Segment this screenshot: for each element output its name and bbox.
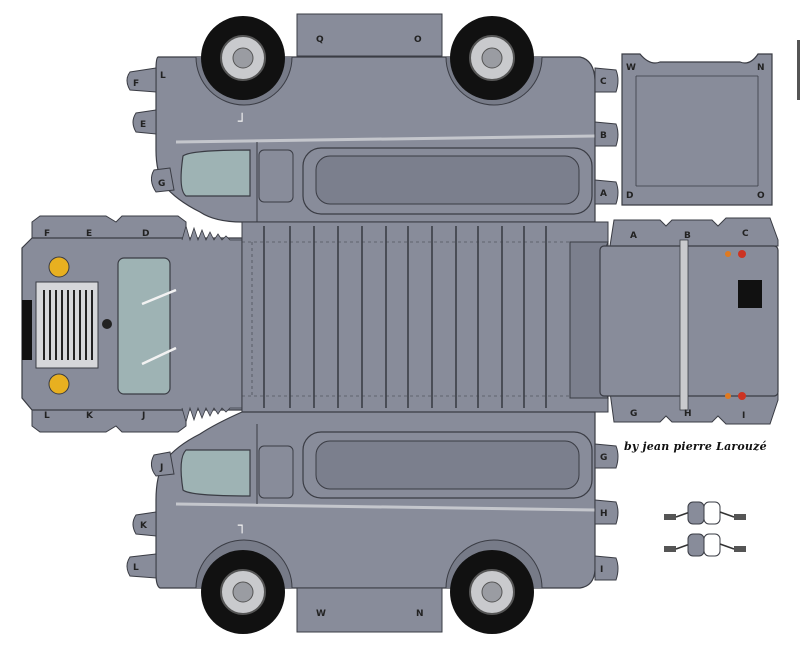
license-plate: [738, 280, 762, 308]
rear-door: [599, 245, 779, 397]
front-top-tabs: [31, 215, 187, 241]
glue-tab: [594, 179, 619, 205]
wheel-rear-bottom: [450, 550, 534, 634]
tab-letter: F: [133, 79, 139, 89]
glue-tab: [594, 555, 619, 581]
roof-strip-body: [241, 221, 609, 413]
roof-panel-shape: [621, 53, 773, 206]
tab-letter: K: [140, 521, 148, 531]
tab-letter: A: [630, 231, 637, 241]
door-window: [258, 149, 294, 203]
glue-tab: [132, 109, 157, 135]
side-panel-inset: [315, 155, 580, 205]
side-panel-inset: [315, 440, 580, 490]
tab-letter: O: [757, 191, 765, 201]
tab-letter: J: [141, 411, 145, 421]
bottom-flap: [296, 587, 443, 633]
tab-letter: N: [416, 609, 424, 619]
glue-tab: [150, 167, 175, 193]
tab-letter: D: [626, 191, 633, 201]
door-handle: ┐: [238, 518, 246, 534]
glue-tab: [594, 499, 619, 525]
wheel-front-bottom: [201, 550, 285, 634]
belt-stripe: [175, 134, 596, 144]
wiper: [141, 288, 177, 306]
tab-letter: H: [684, 409, 692, 419]
tab-letter: O: [414, 35, 422, 45]
rear-panel: A B C G H I: [569, 217, 779, 425]
tab-letter: F: [44, 229, 50, 239]
tab-letter: G: [630, 409, 637, 419]
glue-tab: [594, 443, 619, 469]
rear-light-icon: [738, 250, 746, 258]
front-bottom-tabs: [31, 407, 187, 433]
tab-letter: W: [626, 63, 636, 73]
rear-indicator-icon: [725, 251, 731, 257]
tab-letter: B: [684, 231, 691, 241]
top-side-panel: Q O ┘ F E G: [126, 13, 619, 223]
glue-tab: [126, 553, 157, 579]
headlight-icon: [48, 256, 70, 278]
tab-letter: D: [142, 229, 149, 239]
mirror-piece: [664, 501, 746, 525]
bumper: [22, 300, 32, 360]
tab-letter: L: [133, 563, 139, 573]
windshield: [117, 257, 171, 395]
tab-letter: J: [159, 463, 163, 473]
wiper: [141, 346, 177, 366]
wheel-front-top: [201, 16, 285, 100]
glue-tab: [150, 451, 175, 477]
grille-slats: [43, 290, 93, 360]
tab-letter: I: [742, 411, 745, 421]
tab-letter: C: [742, 229, 749, 239]
tab-letter: L: [160, 71, 166, 81]
door-window: [258, 445, 294, 499]
tab-letter: E: [86, 229, 92, 239]
glue-tab: [594, 67, 619, 93]
edge-marker: [797, 40, 800, 100]
headlight-icon: [48, 373, 70, 395]
tab-letter: H: [600, 509, 608, 519]
author-credit: by jean pierre Larouzé: [624, 440, 767, 453]
door-handle: ┘: [238, 113, 246, 130]
top-flap: [296, 13, 443, 57]
rear-light-icon: [738, 392, 746, 400]
emblem-icon: [102, 319, 112, 329]
tab-letter: K: [86, 411, 94, 421]
tab-letter: W: [316, 609, 326, 619]
tab-letter: Q: [316, 35, 324, 45]
rear-top-tabs: [609, 217, 779, 247]
tab-letter: E: [140, 120, 146, 130]
front-window: [180, 449, 251, 497]
rear-hinge: [679, 239, 689, 411]
tab-letter: N: [757, 63, 765, 73]
front-panel: F E D L K J: [21, 215, 243, 433]
tab-letter: L: [44, 411, 50, 421]
tab-letter: G: [600, 453, 607, 463]
front-window: [180, 149, 251, 197]
roof-ribs: [263, 226, 547, 408]
serrated-edge-top: [181, 224, 242, 242]
wheel-rear-top: [450, 16, 534, 100]
glue-tab: [132, 511, 157, 537]
roof-strip: [241, 221, 609, 413]
tab-letter: I: [600, 565, 603, 575]
tab-letter: C: [600, 77, 607, 87]
tab-letter: G: [158, 179, 165, 189]
glue-tab: [126, 67, 157, 93]
roof-panel: W N D O: [621, 40, 800, 206]
mirror-piece: [664, 533, 746, 557]
rear-bottom-tabs: [609, 391, 779, 425]
belt-stripe: [175, 502, 596, 512]
serrated-edge-bottom: [181, 406, 242, 424]
bottom-side-panel: ┐ W N J K L G H I: [126, 411, 619, 634]
tab-letter: A: [600, 189, 607, 199]
glue-tab: [594, 121, 619, 147]
rear-indicator-icon: [725, 393, 731, 399]
tab-letter: B: [600, 131, 607, 141]
